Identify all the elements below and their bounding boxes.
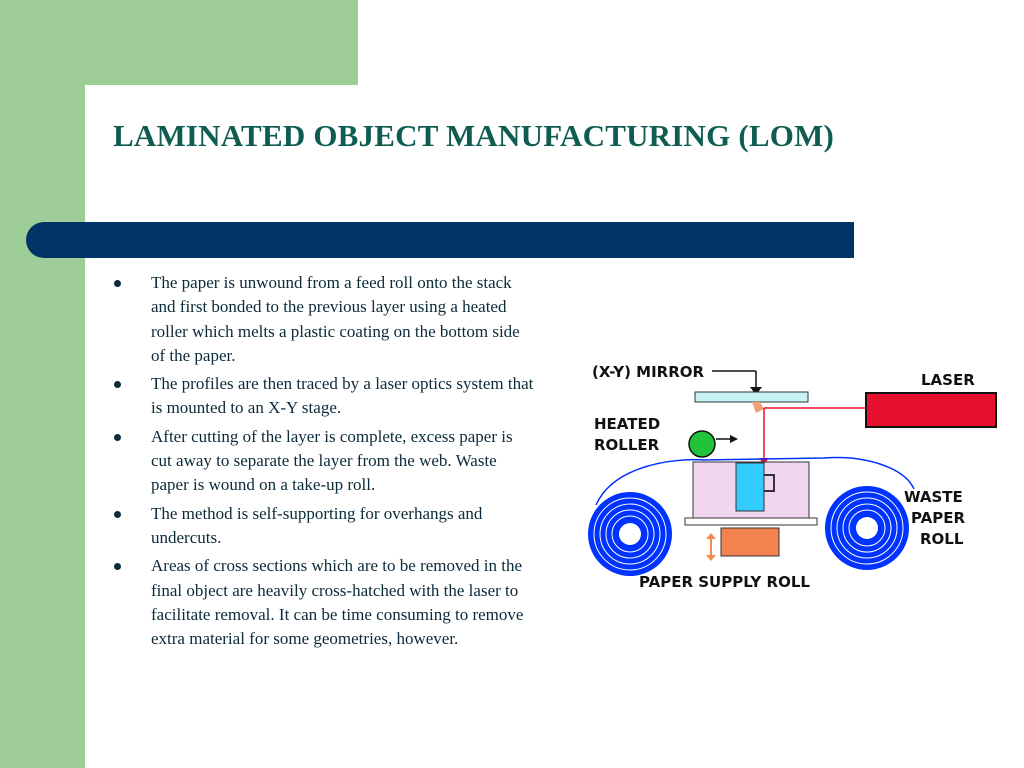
bullet-text: The paper is unwound from a feed roll on… bbox=[151, 273, 520, 365]
part-handle bbox=[764, 474, 775, 492]
title-underline-bar bbox=[26, 222, 854, 258]
heated-roller bbox=[688, 430, 716, 458]
bullet-text: The profiles are then traced by a laser … bbox=[151, 374, 534, 418]
paper-label: PAPER bbox=[911, 509, 965, 527]
lom-diagram: (X-Y) MIRROR LASER HEATED ROLLER WASTE P… bbox=[588, 363, 997, 591]
mirror-element bbox=[752, 402, 764, 413]
platform-up-arrow-icon bbox=[706, 533, 716, 539]
bullet-text: Areas of cross sections which are to be … bbox=[151, 556, 524, 649]
bullet-list: The paper is unwound from a feed roll on… bbox=[110, 271, 535, 655]
bullet-dot-icon bbox=[114, 381, 121, 389]
paper-web bbox=[595, 456, 915, 506]
bullet-dot-icon bbox=[114, 433, 121, 441]
bullet-item: After cutting of the layer is complete, … bbox=[110, 425, 535, 498]
paper-supply-roll-label: PAPER SUPPLY ROLL bbox=[639, 573, 810, 591]
bullet-dot-icon bbox=[114, 280, 121, 287]
bullet-item: The paper is unwound from a feed roll on… bbox=[110, 271, 535, 368]
bullet-dot-icon bbox=[114, 563, 121, 571]
roller-label: ROLLER bbox=[594, 436, 660, 454]
sidebar-band bbox=[0, 0, 85, 768]
top-band bbox=[0, 0, 358, 85]
part-object bbox=[735, 462, 765, 512]
platform-base bbox=[720, 527, 780, 557]
bullet-text: After cutting of the layer is complete, … bbox=[151, 426, 513, 495]
laser-label: LASER bbox=[921, 371, 975, 389]
paper-supply-roll bbox=[588, 492, 672, 576]
bullet-item: Areas of cross sections which are to be … bbox=[110, 554, 535, 651]
xy-mirror-rail bbox=[694, 391, 809, 403]
heated-label: HEATED bbox=[594, 415, 660, 433]
bullet-item: The profiles are then traced by a laser … bbox=[110, 372, 535, 421]
laser-box bbox=[865, 392, 997, 428]
bullet-item: The method is self-supporting for overha… bbox=[110, 502, 535, 551]
xy-mirror-label: (X-Y) MIRROR bbox=[592, 363, 705, 381]
roll-label: ROLL bbox=[920, 530, 964, 548]
bullet-dot-icon bbox=[114, 510, 121, 518]
waste-label: WASTE bbox=[904, 488, 963, 506]
waste-paper-roll bbox=[825, 486, 909, 570]
bullet-text: The method is self-supporting for overha… bbox=[151, 503, 483, 547]
slide-title: LAMINATED OBJECT MANUFACTURING (LOM) bbox=[113, 118, 835, 153]
mirror-arrowhead-icon bbox=[750, 387, 762, 395]
platform-down-arrow-icon bbox=[706, 555, 716, 561]
roller-arrow-icon bbox=[730, 435, 738, 443]
build-platform bbox=[684, 517, 818, 526]
